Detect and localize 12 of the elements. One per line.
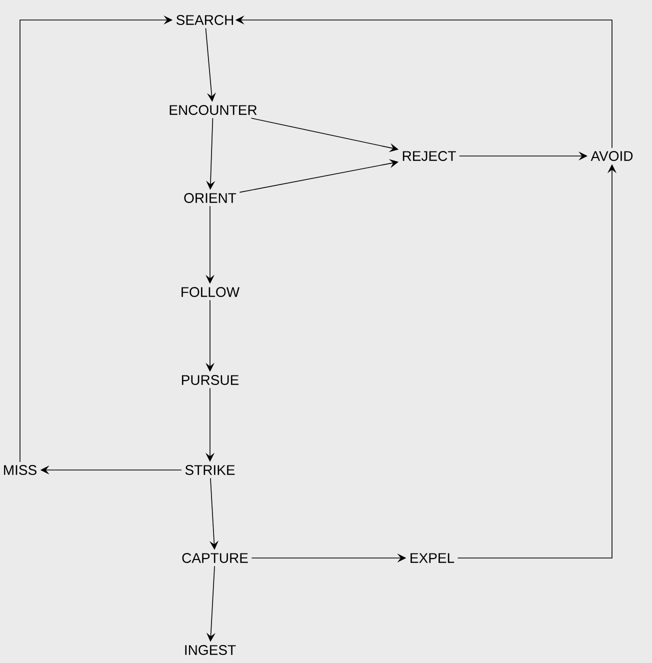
node-label: PURSUE xyxy=(182,375,239,385)
node-label: ENCOUNTER xyxy=(170,105,257,115)
node-label: MISS xyxy=(4,465,36,475)
node-label: CAPTURE xyxy=(182,553,248,563)
node-label: AVOID xyxy=(590,151,633,161)
node-label: REJECT xyxy=(402,151,456,161)
node-label: STRIKE xyxy=(185,465,235,475)
node-label: EXPEL xyxy=(410,553,454,563)
node-label: SEARCH xyxy=(176,15,234,25)
node-label: FOLLOW xyxy=(182,287,240,297)
node-label: INGEST xyxy=(185,645,236,655)
node-label: ORIENT xyxy=(184,193,236,203)
